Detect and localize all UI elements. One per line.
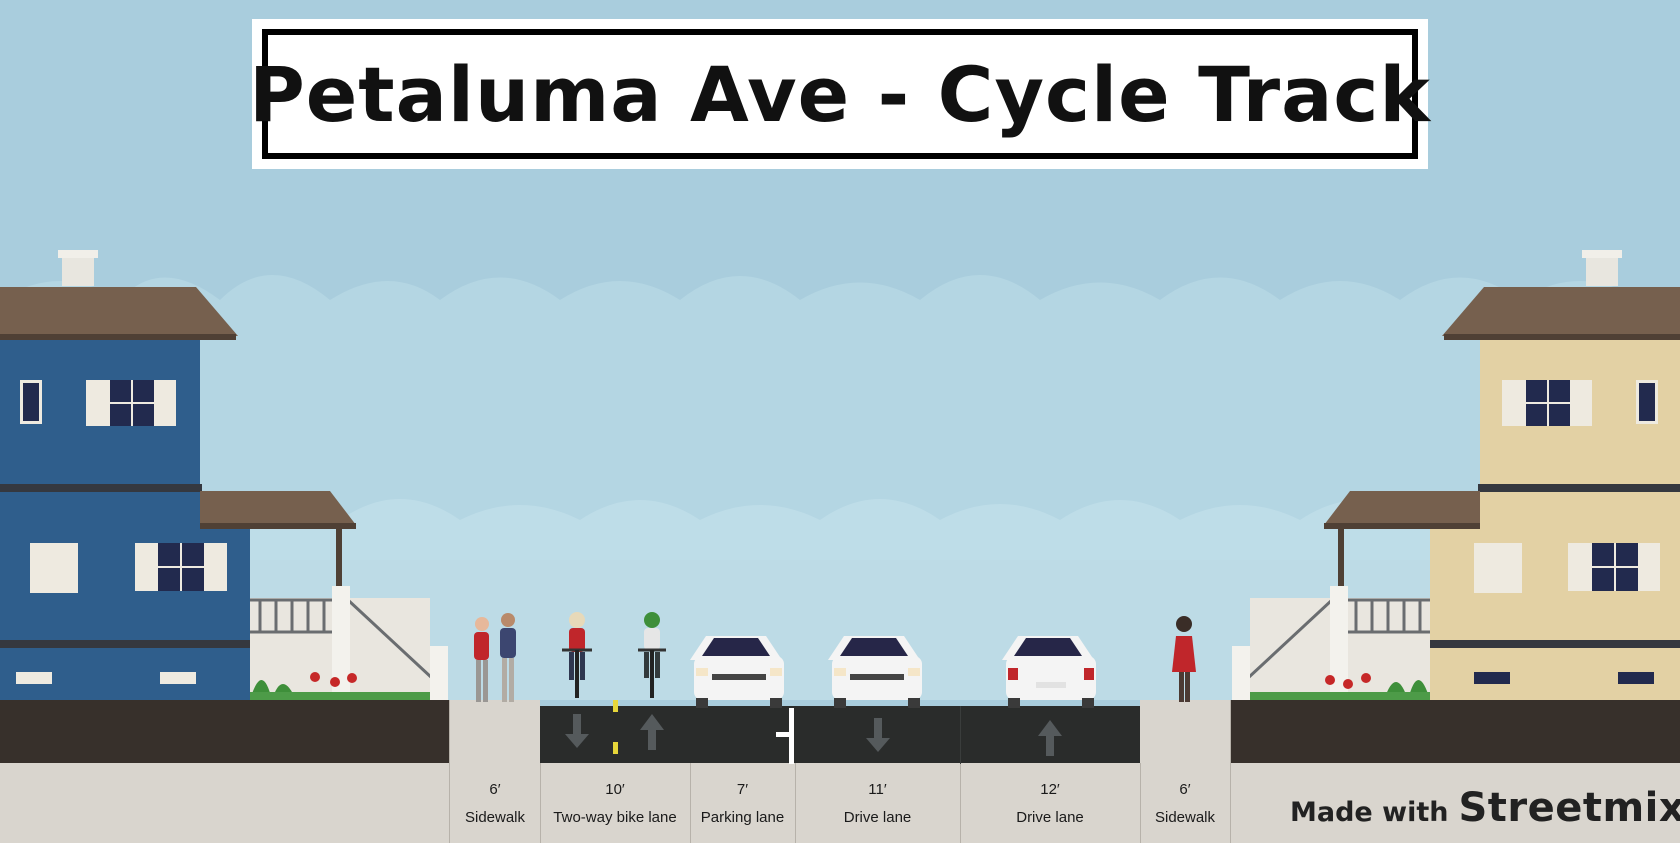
segment-label-drive-lane-up[interactable]: 12′ Drive lane xyxy=(960,763,1140,843)
segment-label-sidewalk-left[interactable]: 6′ Sidewalk xyxy=(450,763,540,843)
street-title: Petaluma Ave - Cycle Track xyxy=(249,49,1431,139)
cyclist-down xyxy=(562,612,592,698)
parking-line xyxy=(789,708,794,764)
pedestrian-right xyxy=(1172,616,1196,702)
segment-name: Drive lane xyxy=(1016,809,1084,826)
segment-name: Sidewalk xyxy=(1154,809,1216,826)
car-down xyxy=(828,636,922,708)
house-left xyxy=(0,250,448,700)
streetmix-logo: Streetmix xyxy=(1458,785,1680,831)
title-frame: Petaluma Ave - Cycle Track xyxy=(249,29,1430,159)
bike-lane-centerline xyxy=(613,700,618,754)
plants-right xyxy=(1250,673,1430,700)
cyclist-up xyxy=(638,612,666,698)
segment-label-parking-lane[interactable]: 7′ Parking lane xyxy=(690,763,795,843)
segment-width: 12′ xyxy=(1040,781,1060,798)
chimney-left xyxy=(62,254,94,286)
arrow-drive-down-icon xyxy=(866,718,890,752)
segment-width: 6′ xyxy=(489,781,501,798)
made-with-streetmix-credit[interactable]: Made with Streetmix xyxy=(1290,788,1680,828)
plants-left xyxy=(250,672,430,700)
porch-roof-left xyxy=(200,491,356,525)
pedestrians-left xyxy=(474,613,516,702)
arrow-drive-up-icon xyxy=(1038,720,1062,756)
segment-width: 6′ xyxy=(1179,781,1191,798)
segment-label-bike-lane[interactable]: 10′ Two-way bike lane xyxy=(540,763,690,843)
car-parked xyxy=(690,636,784,708)
sidewalk-right xyxy=(1140,700,1230,764)
ground-left xyxy=(0,700,450,764)
segment-label-drive-lane-down[interactable]: 11′ Drive lane xyxy=(795,763,960,843)
base-strip xyxy=(0,763,1680,843)
car-up xyxy=(1002,636,1096,708)
segment-width: 10′ xyxy=(605,781,625,798)
segment-width: 7′ xyxy=(736,781,749,798)
segment-name: Sidewalk xyxy=(464,809,526,826)
roof-right xyxy=(1442,287,1680,336)
roof-left xyxy=(0,287,238,336)
title-sign: Petaluma Ave - Cycle Track xyxy=(249,19,1430,169)
house-right xyxy=(1232,250,1680,700)
segment-name: Two-way bike lane xyxy=(553,809,677,826)
segment-name: Parking lane xyxy=(700,809,785,826)
segment-name: Drive lane xyxy=(843,809,912,826)
credit-made-with: Made with xyxy=(1290,797,1449,828)
segment-label-sidewalk-right[interactable]: 6′ Sidewalk xyxy=(1140,763,1230,843)
ground-right xyxy=(1230,700,1680,764)
arrow-bike-down-icon xyxy=(565,714,589,748)
segment-width: 11′ xyxy=(868,781,887,798)
sidewalk-left xyxy=(450,700,540,764)
arrow-bike-up-icon xyxy=(640,714,664,750)
porch-roof-right xyxy=(1324,491,1480,525)
